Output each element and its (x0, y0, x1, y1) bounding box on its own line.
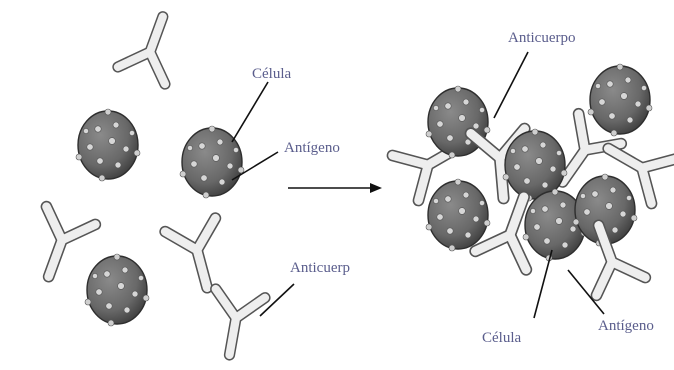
cell-right-2 (588, 64, 652, 136)
antibody-left-2 (24, 207, 95, 286)
antibody-left-4 (205, 289, 265, 359)
cell-right-4 (426, 179, 490, 251)
antibody-left-1 (118, 8, 186, 84)
antibody-left-3 (165, 218, 232, 294)
leader-right-cell (534, 250, 552, 318)
leader-left-cell (232, 82, 268, 142)
label-left-cell: Célula (252, 66, 291, 82)
label-left-antibody: Anticuerp (290, 260, 350, 276)
reaction-arrow (288, 183, 382, 193)
label-left-antigen: Antígeno (284, 140, 340, 156)
left-panel: Célula Antígeno Anticuerp (24, 8, 350, 359)
right-panel: Anticuerpo Célula Antígeno (392, 30, 674, 346)
label-right-cell: Célula (482, 330, 521, 346)
leader-right-antibody (494, 52, 528, 118)
label-right-antigen: Antígeno (598, 318, 654, 334)
cell-left-1 (76, 109, 140, 181)
label-right-antibody: Anticuerpo (508, 30, 575, 46)
cell-left-3 (85, 254, 149, 326)
